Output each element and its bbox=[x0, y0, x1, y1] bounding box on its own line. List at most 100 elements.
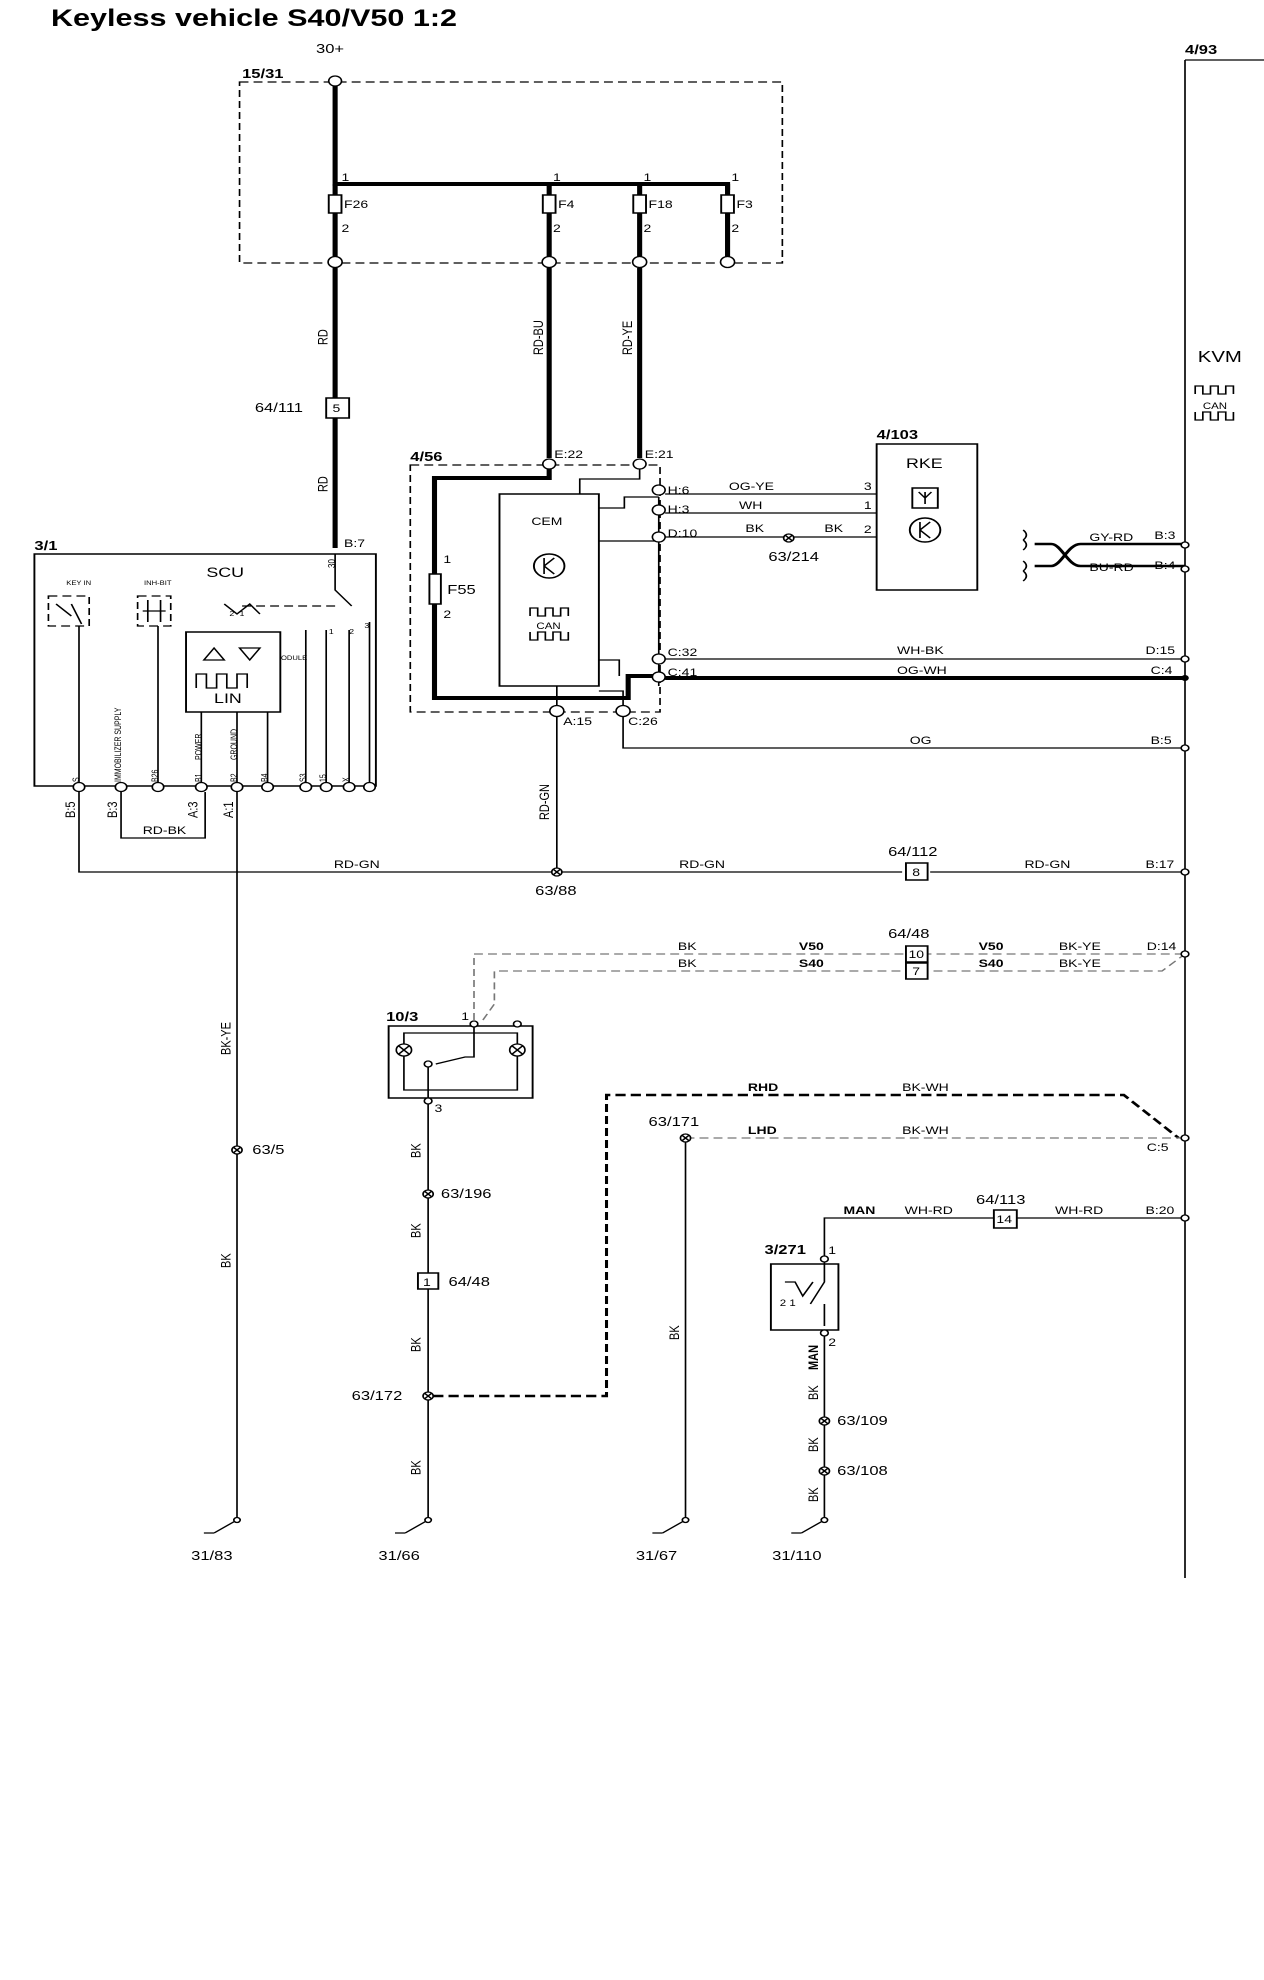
splice-63-196: 63/196 bbox=[441, 1188, 492, 1202]
wire-wh-rd-label: WH-RD bbox=[1055, 1204, 1103, 1216]
wire-rd-gn-label: RD-GN bbox=[537, 784, 553, 820]
connector-64-113: 64/113 bbox=[976, 1194, 1025, 1208]
variant-man-label: MAN bbox=[844, 1204, 876, 1216]
wire-bk-label: BK bbox=[678, 957, 697, 969]
ground-31-66: 31/66 bbox=[378, 1516, 433, 1564]
kvm-label: KVM bbox=[1198, 347, 1242, 365]
fuse-pin: 2 bbox=[553, 222, 561, 234]
wire-bk-ye-label: BK-YE bbox=[218, 1022, 234, 1055]
splice-63-171: 63/171 bbox=[649, 1116, 700, 1130]
cem-module: 4/56 E:22 E:21 F55 1 2 CEM CAN H:6 H:3 D… bbox=[409, 448, 698, 728]
cem-fuse-f55: F55 bbox=[447, 584, 476, 598]
wire-bk-label: BK bbox=[806, 1437, 822, 1452]
splice-63-109: 63/109 bbox=[837, 1415, 888, 1429]
wire-bk-ye-label: BK-YE bbox=[1059, 940, 1101, 952]
supply-30-label: 30+ bbox=[316, 43, 344, 57]
variant-v50-label: V50 bbox=[799, 940, 824, 952]
wire-bk-label: BK bbox=[408, 1223, 424, 1238]
variant-s40-label: S40 bbox=[799, 957, 824, 969]
connector-64-48-pin1: 1 bbox=[423, 1276, 431, 1288]
connector-64-112-pin: 8 bbox=[912, 866, 920, 878]
cem-pin-c32: C:32 bbox=[668, 646, 698, 658]
wire-bk-label: BK bbox=[806, 1385, 822, 1400]
scu-lin-label: LIN bbox=[214, 691, 242, 707]
page-ref-label: 4/93 bbox=[1185, 44, 1217, 58]
ground-31-67: 31/67 bbox=[636, 1516, 690, 1564]
scu-bottom-label: B26 bbox=[150, 769, 160, 782]
rke-label: RKE bbox=[906, 456, 943, 472]
wire-og-label: OG bbox=[910, 734, 932, 746]
switch-pin: 1 bbox=[828, 1244, 836, 1256]
wire-bk-label: BK bbox=[824, 522, 843, 534]
variant-s40-label: S40 bbox=[979, 957, 1004, 969]
scu-bottom-label: IMMOBILIZER SUPPLY bbox=[113, 707, 123, 782]
kvm-pin-b17: B:17 bbox=[1145, 858, 1174, 870]
fuse-pin: 2 bbox=[643, 222, 651, 234]
kvm-pin-b4: B:4 bbox=[1154, 559, 1175, 571]
scu-pin-b7: B:7 bbox=[344, 537, 365, 549]
wire-wh-rd-label: WH-RD bbox=[905, 1204, 953, 1216]
switch-pin: 2 bbox=[828, 1336, 836, 1348]
scu-inner-pin: 1 bbox=[329, 628, 335, 636]
fuse-f3: F3 bbox=[736, 198, 752, 210]
wire-bk-wh-label: BK-WH bbox=[902, 1124, 949, 1136]
wire-rd-ye-label: RD-YE bbox=[620, 321, 636, 355]
rke-module: 4/103 RKE 3 1 2 bbox=[864, 429, 979, 591]
wire-og-ye-label: OG-YE bbox=[729, 480, 774, 492]
wire-wh-label: WH bbox=[739, 499, 762, 511]
cem-fuse-pin: 2 bbox=[443, 608, 451, 620]
connector-64-48-pin10: 10 bbox=[909, 948, 925, 960]
connector-64-48: 64/48 bbox=[888, 928, 929, 942]
wire-bk-label: BK bbox=[806, 1487, 822, 1502]
fuse-pin: 1 bbox=[643, 171, 651, 183]
scu-inner-pin: 1 bbox=[240, 610, 246, 618]
kvm-module: 4/93 KVM CAN bbox=[1184, 44, 1264, 1578]
wire-bk-ye-label: BK-YE bbox=[1059, 957, 1101, 969]
kvm-pin-c5: C:5 bbox=[1147, 1141, 1169, 1153]
scu-inner-pin: 3 bbox=[364, 622, 370, 630]
diagram-title: Keyless vehicle S40/V50 1:2 bbox=[51, 4, 457, 31]
ground-31-110: 31/110 bbox=[772, 1516, 829, 1563]
fuse-pin: 2 bbox=[731, 222, 739, 234]
wire-rd-bk-label: RD-BK bbox=[143, 824, 187, 836]
scu-power-label: POWER bbox=[194, 733, 204, 760]
switch-pin: 3 bbox=[435, 1102, 443, 1114]
cem-pin-e21: E:21 bbox=[645, 448, 674, 460]
scu-key-in-label: KEY IN bbox=[66, 581, 91, 587]
ground-label: 31/67 bbox=[636, 1550, 677, 1564]
fuse-pin: 1 bbox=[341, 171, 349, 183]
scu-module: 3/1 SCU B:7 30 KEY IN INH-BIT PRTS MODUL… bbox=[33, 537, 377, 818]
wire-bk-label: BK bbox=[408, 1143, 424, 1158]
ground-label: 31/66 bbox=[378, 1550, 419, 1564]
scu-bottom-label: B2 bbox=[229, 773, 239, 782]
rke-ref: 4/103 bbox=[877, 429, 918, 443]
variant-rhd-label: RHD bbox=[748, 1081, 778, 1093]
cem-fuse-pin: 1 bbox=[443, 553, 451, 565]
wire-rd-gn-label: RD-GN bbox=[679, 858, 725, 870]
scu-pin-b5: B:5 bbox=[63, 802, 79, 818]
scu-inner-pin: 2 bbox=[229, 610, 235, 618]
cem-pin-h3: H:3 bbox=[668, 503, 690, 515]
rke-pin: 3 bbox=[864, 480, 872, 492]
switch-3-271-inner: 2 1 bbox=[780, 1299, 796, 1309]
cem-can-label: CAN bbox=[536, 622, 560, 632]
fuse-f18: F18 bbox=[649, 198, 673, 210]
scu-pin-a1: A:1 bbox=[221, 802, 237, 818]
switch-3-271-ref: 3/271 bbox=[765, 1244, 806, 1258]
wire-rd-label: RD bbox=[315, 329, 331, 345]
switch-3-271: 3/271 1 2 1 2 bbox=[765, 1244, 840, 1349]
kvm-pin-d15: D:15 bbox=[1145, 644, 1175, 656]
wire-bk-label: BK bbox=[667, 1325, 683, 1340]
cem-label: CEM bbox=[531, 515, 562, 527]
scu-bottom-label: S bbox=[71, 777, 81, 782]
variant-v50-label: V50 bbox=[979, 940, 1004, 952]
cem-pin-e22: E:22 bbox=[554, 448, 583, 460]
scu-bottom-label: 15 bbox=[318, 774, 328, 782]
scu-inh-bit-label: INH-BIT bbox=[144, 581, 172, 587]
wire-bk-label: BK bbox=[218, 1253, 234, 1268]
cem-pin-c26: C:26 bbox=[628, 715, 658, 727]
connector-64-113-pin: 14 bbox=[996, 1213, 1012, 1225]
wire-bk-label: BK bbox=[408, 1460, 424, 1475]
fuse-f26: F26 bbox=[344, 198, 368, 210]
